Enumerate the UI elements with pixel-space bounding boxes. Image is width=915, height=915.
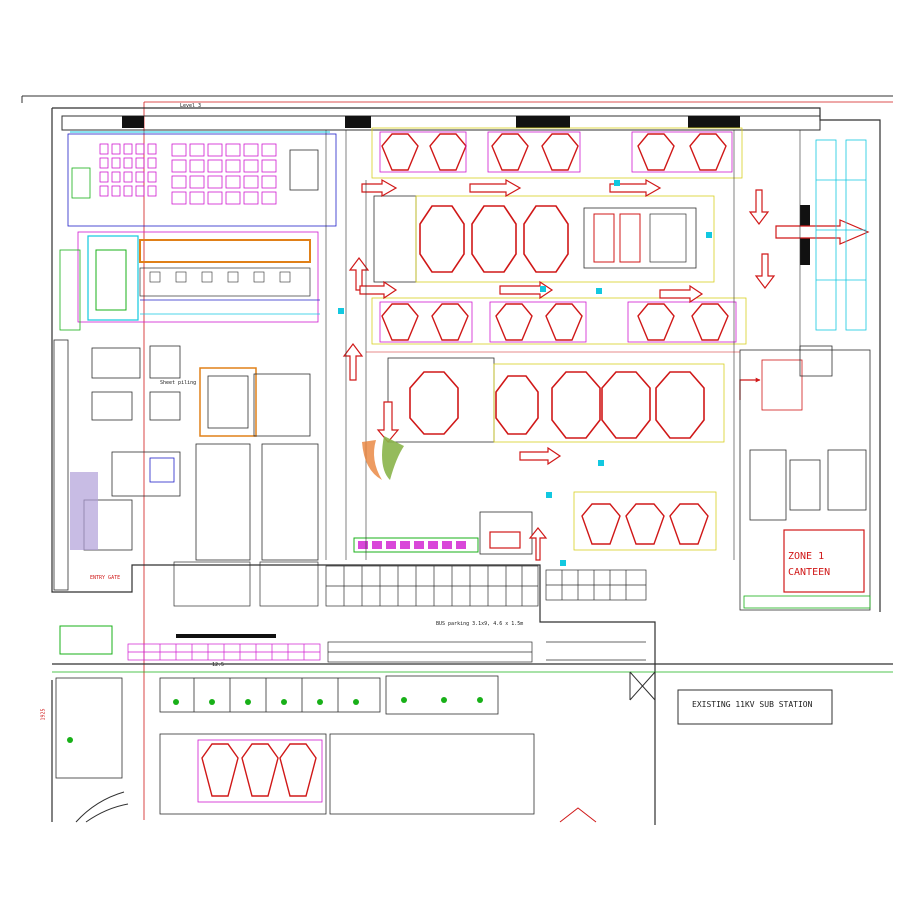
road-curve	[75, 791, 597, 823]
sheet-piling-label: Sheet piling	[160, 380, 197, 386]
production-block-west	[59, 133, 337, 331]
flow-arrows	[342, 178, 870, 561]
west-wall-strip	[53, 339, 69, 591]
grid-ref-label: 12.5	[212, 662, 225, 668]
drawing-frame	[21, 95, 893, 820]
assembly-zone-southeast	[479, 491, 717, 555]
utility-block-west	[83, 345, 319, 561]
assembly-row-north	[371, 127, 743, 179]
road-marker	[176, 634, 276, 638]
east-yard	[815, 139, 867, 331]
gate-label: ENTRY GATE	[90, 575, 121, 581]
canteen-zone-label-line1: ZONE 1	[788, 551, 825, 562]
two-wheeler-parking	[127, 643, 321, 661]
v-leaf-logo-icon	[362, 436, 404, 480]
assembly-row-middle	[371, 297, 747, 345]
south-ancillary-rooms	[55, 675, 535, 815]
service-points	[338, 180, 712, 566]
conveyor-row	[353, 537, 479, 553]
site-boundary	[51, 107, 893, 825]
storage-yard-hatched	[70, 472, 98, 550]
parking-grid-main	[173, 561, 647, 663]
column-grid	[325, 130, 801, 560]
assembly-zone-south	[387, 357, 725, 443]
security-cabin	[59, 625, 113, 655]
north-wall	[61, 115, 821, 265]
top-header-label: Level 3	[180, 103, 202, 109]
substation-block	[629, 671, 833, 725]
green-markers	[67, 697, 483, 743]
parking-note: BUS parking 3.1x9, 4.6 x 1.5m	[436, 621, 524, 627]
south-cell-zone	[197, 739, 323, 803]
canteen-block	[739, 345, 871, 611]
side-ref-label: 1925	[40, 708, 47, 721]
canteen-zone-label-line2: CANTEEN	[788, 567, 831, 578]
assembly-zone-central	[373, 195, 715, 283]
existing-substation-label: EXISTING 11KV SUB STATION	[692, 700, 813, 709]
